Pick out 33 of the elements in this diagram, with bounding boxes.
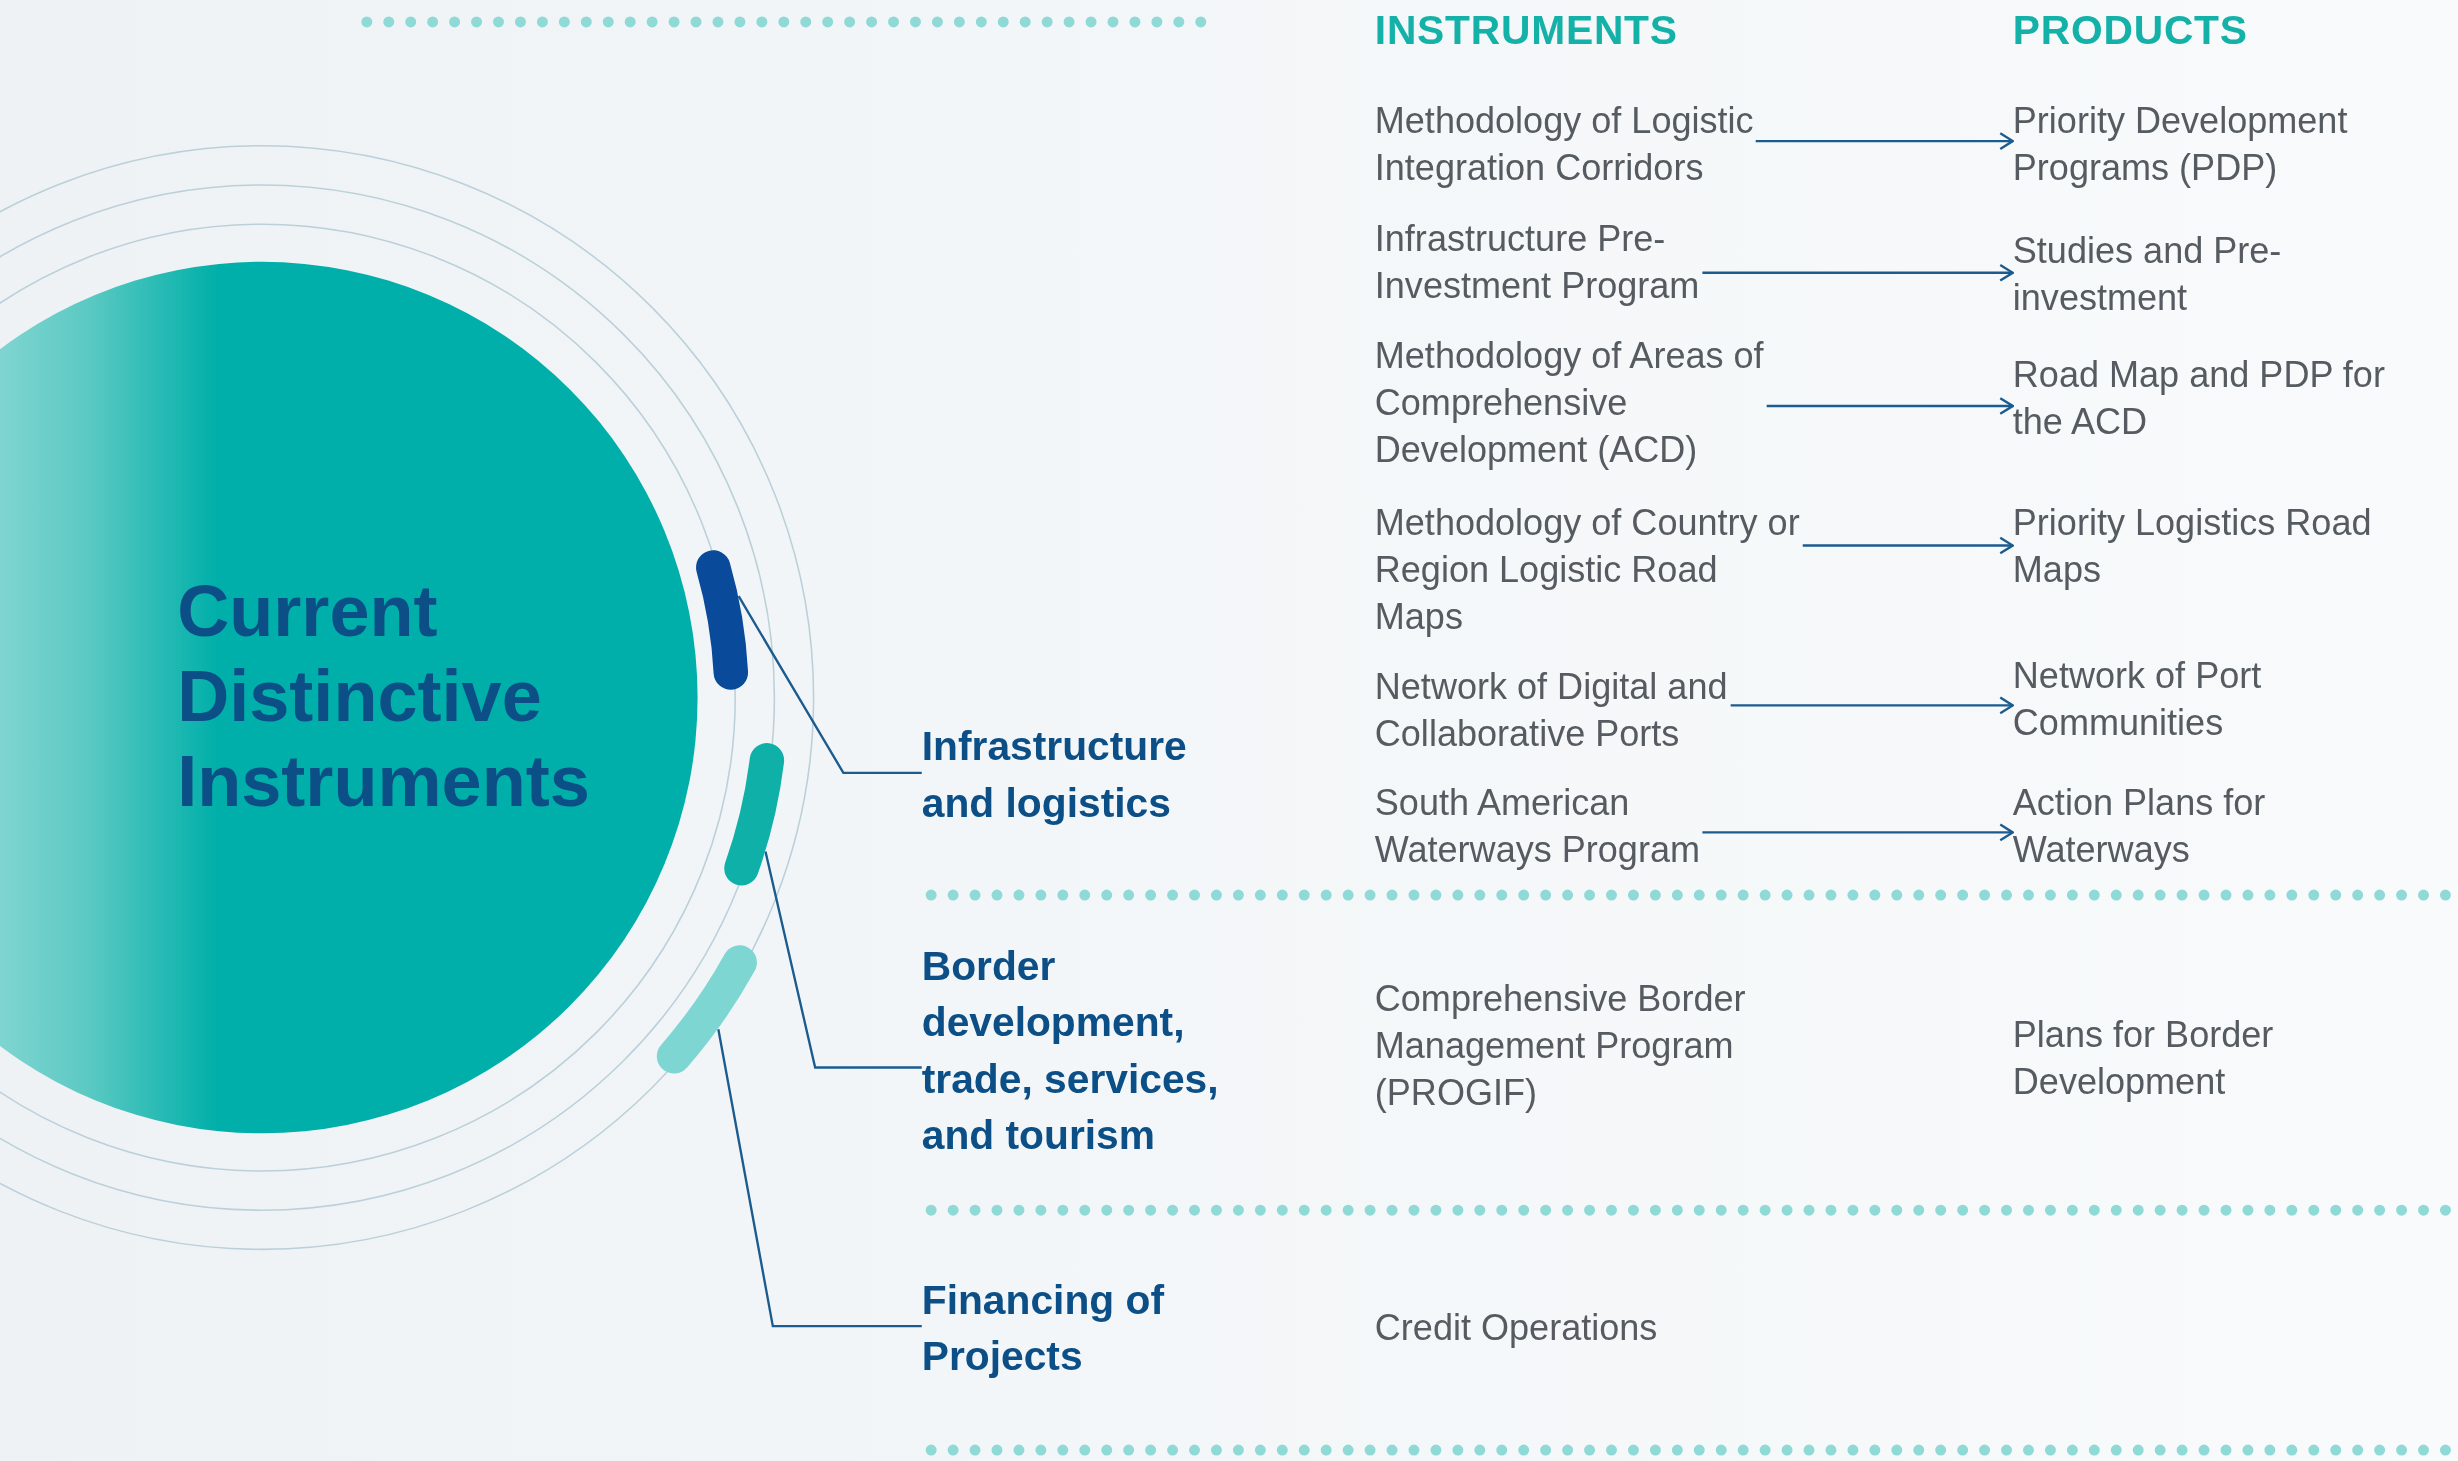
arrow (1766, 397, 2014, 415)
leader-line (717, 1029, 922, 1328)
instrument-text: Infrastructure Pre-Investment Program (1374, 214, 1703, 309)
arc-marker (696, 550, 749, 691)
leader-line (764, 851, 922, 1069)
category-text: Financing of Projects (921, 1271, 1267, 1385)
arrow (1702, 263, 2014, 282)
arc-marker (724, 742, 785, 885)
arrow (1702, 823, 2014, 842)
leader-line (737, 595, 922, 774)
category-text: Border development, trade, services, and tourism (921, 937, 1267, 1164)
product-text: Network of Port Communities (2012, 652, 2264, 747)
arrow (1755, 132, 2014, 151)
instrument-text: Credit Operations (1374, 1306, 1659, 1351)
product-text: Road Map and PDP for the ACD (2012, 351, 2388, 446)
arrow (1730, 696, 2014, 715)
arc-marker (657, 945, 758, 1074)
central-circle: Current Distinctive Instruments (0, 261, 698, 1134)
column-heading: INSTRUMENTS (1374, 6, 1679, 55)
instrument-text: South American Waterways Program (1374, 779, 1703, 874)
instrument-text: Methodology of Country or Region Logistic Road Maps (1374, 498, 1803, 640)
product-text: Studies and Pre-investment (2012, 227, 2284, 322)
instrument-text: Methodology of Logistic Integration Corridors (1374, 97, 1756, 192)
category-text: Infrastructure and logistics (921, 717, 1267, 831)
instrument-text: Comprehensive Border Management Program (PROGIF) (1374, 977, 1747, 1115)
arrow (1802, 536, 2014, 555)
column-heading: PRODUCTS (2012, 6, 2249, 55)
product-text: Priority Logistics Road Maps (2012, 498, 2374, 593)
instrument-text: Network of Digital and Collaborative Ports (1374, 663, 1731, 758)
product-text: Priority Development Programs (PDP) (2012, 97, 2350, 192)
product-text: Action Plans for Waterways (2012, 779, 2269, 874)
product-text: Plans for Border Development (2012, 1013, 2275, 1104)
instrument-text: Methodology of Areas of Comprehensive Development (ACD) (1374, 332, 1767, 474)
